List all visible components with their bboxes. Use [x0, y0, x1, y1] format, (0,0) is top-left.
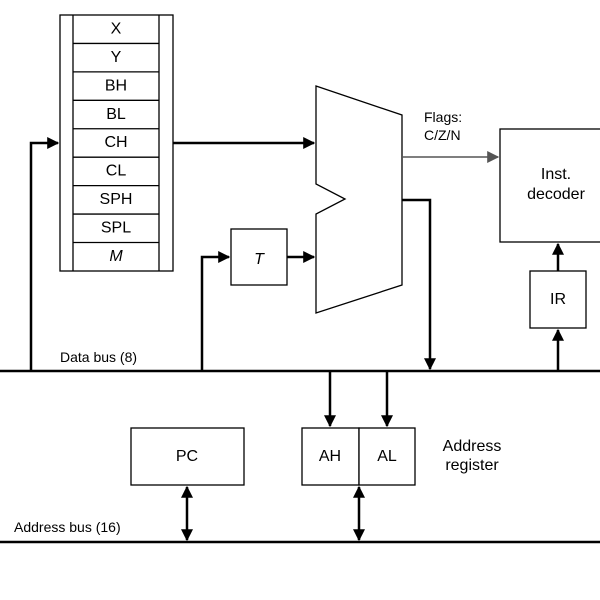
- address-register-label-line2: register: [445, 457, 499, 474]
- register-cells: XY BH BL CH CL SPH SPL M: [73, 20, 159, 265]
- register-cl-label: CL: [106, 163, 127, 180]
- register-x-label: X: [111, 20, 122, 37]
- pc-label: PC: [176, 448, 198, 465]
- pc-box: [130, 427, 245, 486]
- connections: [29, 137, 564, 542]
- databus-to-register-file-arrow: [29, 137, 60, 371]
- flags-label-line2: C/Z/N: [424, 127, 461, 143]
- instruction-decoder-box: [499, 128, 600, 243]
- register-bh-label: BH: [105, 77, 127, 94]
- address-register-label-line1: Address: [443, 438, 502, 455]
- decoder-label-line1: Inst.: [541, 166, 571, 183]
- register-file: XY BH BL CH CL SPH SPL M: [59, 14, 174, 272]
- register-y-label: Y: [111, 49, 122, 66]
- al-label: AL: [377, 448, 397, 465]
- databus-to-t-register-arrow: [200, 251, 231, 371]
- data-bus-label: Data bus (8): [60, 349, 137, 365]
- al-box: [358, 427, 416, 486]
- alu-to-databus-arrow: [402, 198, 436, 371]
- register-bl-label: BL: [106, 106, 126, 123]
- flags-label-line1: Flags:: [424, 109, 462, 125]
- alu-shape: [315, 85, 403, 314]
- register-ch-label: CH: [104, 134, 127, 151]
- register-sph-label: SPH: [100, 191, 133, 208]
- decoder-label-line2: decoder: [527, 186, 585, 203]
- t-register-label: T: [254, 251, 265, 268]
- register-m-label: M: [109, 248, 123, 265]
- address-bus-label: Address bus (16): [14, 519, 121, 535]
- ah-box: [301, 427, 360, 486]
- ah-label: AH: [319, 448, 341, 465]
- ir-label: IR: [550, 291, 566, 308]
- register-file-frame: [59, 14, 174, 272]
- register-spl-label: SPL: [101, 220, 131, 237]
